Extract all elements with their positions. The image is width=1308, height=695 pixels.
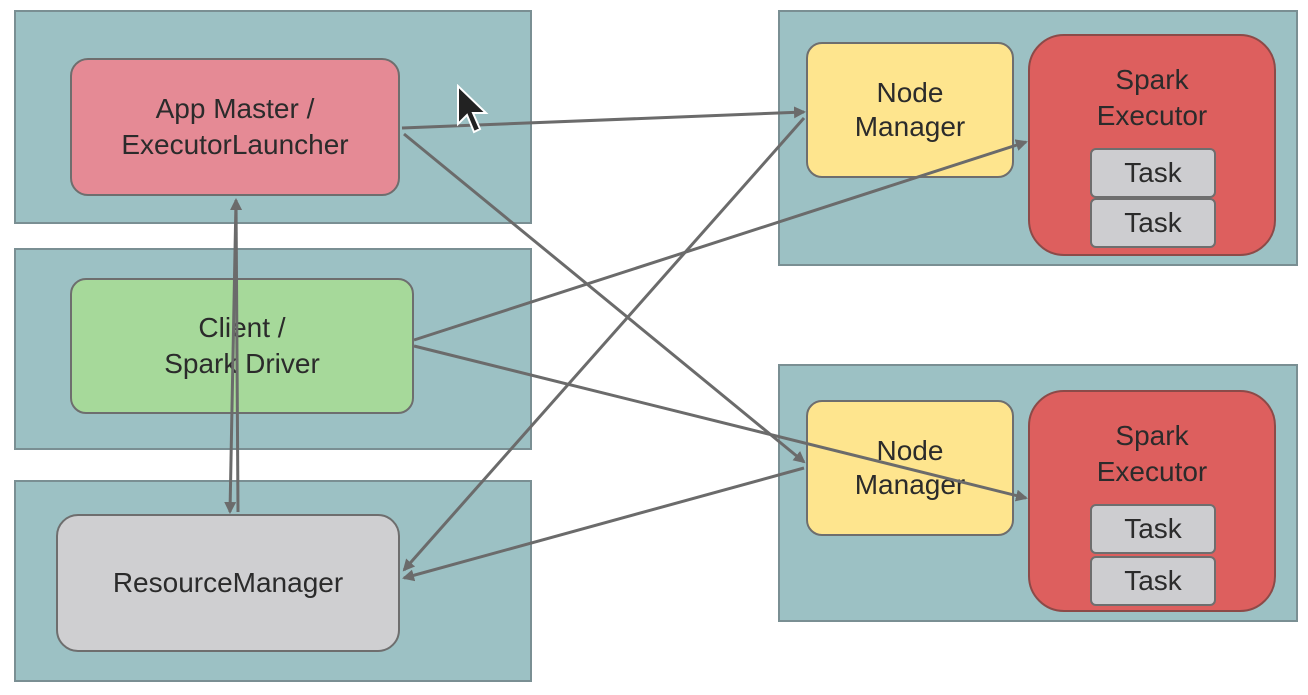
resource-manager-box: ResourceManager (56, 514, 400, 652)
client-driver-box: Client / Spark Driver (70, 278, 414, 414)
spark-executor-bottom-line2: Executor (1096, 456, 1208, 487)
task-bottom-2: Task (1090, 556, 1216, 606)
node-manager-bottom-line2: Manager (854, 469, 966, 500)
arrow-appmaster-to-nodemanager-top (401, 106, 806, 130)
arrow-client-to-executor-top (413, 139, 1028, 342)
arrow-nodemanager-bottom-to-rm (402, 466, 805, 582)
app-master-label-line1: App Master / (155, 93, 315, 124)
arrow-client-to-executor-bottom (413, 344, 1028, 502)
node-manager-top-line2: Manager (854, 111, 966, 142)
node-manager-top: Node Manager (806, 42, 1014, 178)
task-bottom-1: Task (1090, 504, 1216, 554)
node-manager-bottom-line1: Node (876, 435, 944, 466)
arrow-nodemanager-top-to-rm (402, 117, 806, 572)
spark-executor-top-line1: Spark (1115, 64, 1189, 95)
arrow-appmaster-to-nodemanager-bottom (403, 132, 806, 464)
app-master-label-line2: ExecutorLauncher (121, 129, 349, 160)
node-manager-top-line1: Node (876, 77, 944, 108)
spark-executor-top-line2: Executor (1096, 100, 1208, 131)
task-top-1: Task (1090, 148, 1216, 198)
spark-executor-bottom: Spark Executor (1028, 390, 1276, 612)
resource-manager-label: ResourceManager (112, 567, 344, 598)
app-master-box: App Master / ExecutorLauncher (70, 58, 400, 196)
client-label-line1: Client / (198, 312, 286, 343)
arrow-appmaster-to-rm (224, 199, 238, 514)
spark-executor-bottom-line1: Spark (1115, 420, 1189, 451)
mouse-cursor-icon (457, 84, 489, 134)
client-label-line2: Spark Driver (164, 348, 320, 379)
task-top-2: Task (1090, 198, 1216, 248)
